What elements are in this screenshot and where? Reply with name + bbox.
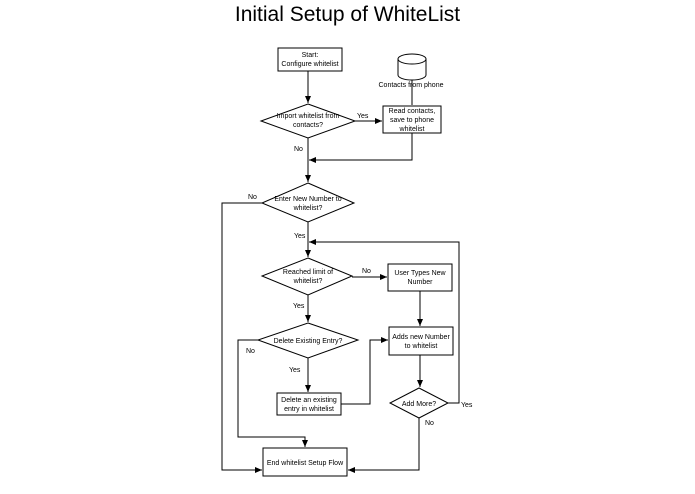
limit-label-2: whitelist? [293, 278, 323, 285]
limit-decision-node [260, 257, 354, 296]
user-types-node [387, 263, 453, 292]
edge-label-limit-yes: Yes [293, 303, 305, 310]
edge-delete-no [237, 339, 308, 447]
user-types-label-2: Number [408, 279, 434, 286]
contacts-database-icon [397, 53, 427, 81]
edge-label-enter-yes: Yes [294, 233, 306, 240]
edge-read-merge [309, 133, 413, 163]
end-label: End whitelist Setup Flow [267, 460, 344, 467]
enter-label-1: Enter New Number to [274, 196, 341, 203]
delete-decision-label: Delete Existing Entry? [274, 338, 343, 345]
read-label-2: save to phone [390, 117, 434, 124]
adds-label-2: to whitelist [405, 343, 438, 350]
import-label-1: Import whitelist from [277, 113, 340, 120]
contacts-db-label: Contacts from phone [379, 82, 444, 89]
delete-entry-label-2: entry in whitelist [284, 406, 334, 413]
enter-label-2: whitelist? [293, 205, 323, 212]
connectors [221, 71, 460, 473]
add-more-label: Add More? [402, 401, 436, 408]
edge-label-limit-no: No [362, 268, 371, 275]
edge-label-import-no: No [294, 146, 303, 153]
edge-label-enter-no: No [248, 194, 257, 201]
end-node [262, 447, 348, 477]
edge-label-addmore-yes: Yes [461, 402, 473, 409]
start-node [277, 47, 343, 72]
edge-label-addmore-no: No [425, 420, 434, 427]
edge-delete-entry-adds [341, 337, 388, 405]
read-label-1: Read contacts, [389, 108, 436, 115]
delete-entry-label-1: Delete an existing [281, 397, 337, 404]
diagram-title: Initial Setup of WhiteList [234, 3, 461, 26]
start-label-2: Configure whitelist [281, 61, 338, 68]
edge-label-delete-yes: Yes [289, 367, 301, 374]
read-label-3: whitelist [399, 126, 425, 133]
start-label-1: Start: [302, 52, 319, 59]
edge-addmore-yes [309, 239, 460, 404]
limit-label-1: Reached limit of [283, 269, 333, 276]
edge-label-delete-no: No [246, 348, 255, 355]
edge-addmore-no [348, 418, 420, 473]
adds-label-1: Adds new Number [392, 334, 450, 341]
edge-enter-no [221, 202, 262, 473]
user-types-label-1: User Types New [394, 270, 446, 277]
edge-label-import-yes: Yes [357, 113, 369, 120]
adds-number-node [388, 326, 454, 356]
import-label-2: contacts? [293, 122, 323, 129]
import-decision-node [259, 103, 357, 139]
